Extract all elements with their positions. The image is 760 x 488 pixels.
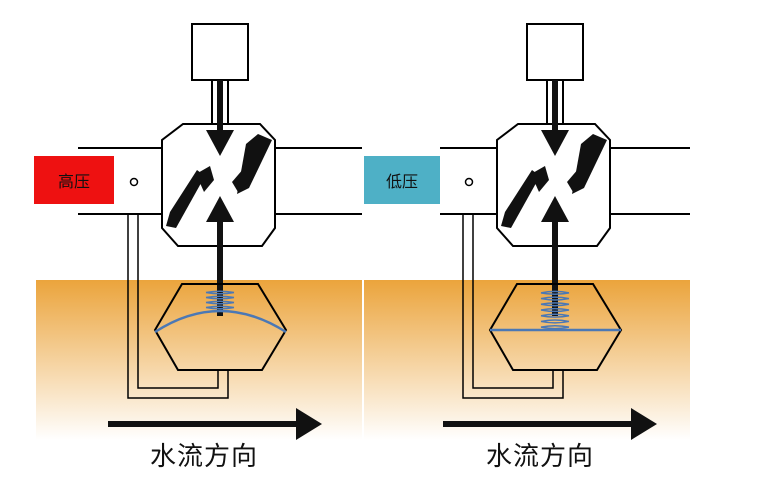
left-seat (196, 166, 214, 192)
actuator-box (526, 23, 584, 81)
flow-direction-label-right: 水流方向 (486, 442, 595, 472)
right-seat (567, 168, 587, 192)
sensing-tube-outer (127, 214, 229, 399)
sensing-tube-inner (137, 214, 219, 389)
panel-high-pressure (36, 23, 362, 440)
lower-gate (501, 170, 540, 228)
spring-coil (540, 290, 570, 330)
diaphragm-housing (153, 283, 288, 371)
flow-arrow-shaft (443, 421, 633, 427)
high-pressure-label: 高压 (34, 156, 114, 204)
left-seat (531, 166, 549, 192)
panel-low-pressure (364, 23, 690, 440)
flow-arrow-head (631, 408, 657, 440)
down-arrow-head (541, 130, 569, 156)
flow-arrow-shaft (108, 421, 298, 427)
down-arrow-shaft (217, 80, 223, 132)
spring-coil (205, 290, 235, 310)
up-arrow-shaft (552, 220, 558, 316)
port-circle (464, 177, 474, 187)
up-arrow-head (541, 196, 569, 222)
diaphragm-membrane (154, 309, 287, 334)
sensing-tube-inner (472, 214, 554, 389)
up-arrow-shaft (217, 220, 223, 316)
flow-arrow-head (296, 408, 322, 440)
port-circle (129, 177, 139, 187)
ground-band (36, 280, 362, 440)
sensing-tube-outer (462, 214, 564, 399)
down-arrow-shaft (552, 80, 558, 132)
right-seat (232, 168, 252, 192)
lower-gate (166, 170, 205, 228)
actuator-box (191, 23, 249, 81)
up-arrow-head (206, 196, 234, 222)
down-arrow-head (206, 130, 234, 156)
flow-direction-label-left: 水流方向 (150, 442, 259, 472)
low-pressure-label: 低压 (364, 156, 440, 204)
